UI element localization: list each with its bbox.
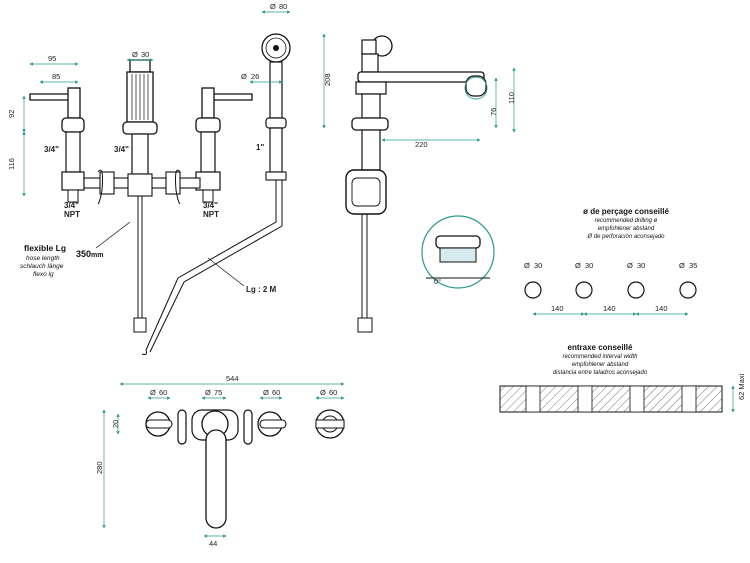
npt-left-label: NPT <box>64 210 80 219</box>
d26-symbol: Ø <box>241 72 247 81</box>
npt-right-label: NPT <box>203 210 219 219</box>
hole-2-symbol: Ø <box>575 261 581 270</box>
interval-de: empfohlener abstand <box>572 362 629 368</box>
drill-hole-1: Ø 30 <box>524 261 542 299</box>
dim-92: 92 <box>7 110 16 118</box>
drilling-de: empfohlener abstand <box>598 226 655 232</box>
interval-maxi: 62 Maxi <box>737 373 746 400</box>
detail-inset: 0° <box>421 215 495 289</box>
drill-hole-4: Ø 35 <box>679 261 697 299</box>
hole-4-symbol: Ø <box>679 261 685 270</box>
dim-95: 95 <box>48 54 56 63</box>
lg-label: Lg : 2 M <box>246 285 277 294</box>
interval-section: entraxe conseillé recommended interval w… <box>499 343 746 413</box>
dim-116: 116 <box>7 158 16 170</box>
hose-length: 350mm <box>76 249 103 259</box>
interval-title: entraxe conseillé <box>568 343 633 352</box>
spacing-3: 140 <box>655 304 668 313</box>
hole-4-dia: 35 <box>689 261 697 270</box>
interval-en: recommended interval width <box>562 354 638 360</box>
dim-60a: 60 <box>159 388 167 397</box>
spacing-2: 140 <box>603 304 616 313</box>
hole-3-symbol: Ø <box>627 261 633 270</box>
hose-es: flexo lg <box>33 271 54 278</box>
drill-hole-2: Ø 30 <box>575 261 593 299</box>
d60a-symbol: Ø <box>150 388 156 397</box>
interval-es: distancia entre taladros aconsejado <box>553 370 648 376</box>
dim-30: 30 <box>141 50 149 59</box>
front-view: 95 85 92 116 Ø 30 Ø 80 Ø 26 208 3/4" 3/4… <box>7 2 332 355</box>
hole-3-dia: 30 <box>637 261 645 270</box>
drilling-section: ø de perçage conseillé recommended drill… <box>524 207 697 316</box>
dim-110: 110 <box>507 92 516 104</box>
dim-220: 220 <box>415 140 428 149</box>
hose-en: hose length <box>26 255 60 262</box>
dim-75: 75 <box>214 388 222 397</box>
dim-80: 80 <box>279 2 287 11</box>
drilling-es: Ø de perforación aconsejado <box>586 234 665 240</box>
drilling-en: recommended drilling ø <box>595 218 658 224</box>
dim-44: 44 <box>209 539 217 548</box>
hole-1-symbol: Ø <box>524 261 530 270</box>
hole-1-dia: 30 <box>534 261 542 270</box>
hole-2-dia: 30 <box>585 261 593 270</box>
d75-symbol: Ø <box>205 388 211 397</box>
dim-60b: 60 <box>272 388 280 397</box>
d80-symbol: Ø <box>270 2 276 11</box>
thread-a: 3/4" <box>44 145 59 154</box>
dim-85: 85 <box>52 72 60 81</box>
npt-right-size: 3/4" <box>203 201 218 210</box>
hose-title: flexible Lg <box>24 243 66 253</box>
side-profile: 220 76 110 <box>345 35 516 333</box>
drilling-title: ø de perçage conseillé <box>583 207 669 216</box>
dim-60c: 60 <box>329 388 337 397</box>
npt-left-size: 3/4" <box>64 201 79 210</box>
angle-label: 0° <box>434 277 441 286</box>
thread-b: 3/4" <box>114 145 129 154</box>
d60b-symbol: Ø <box>263 388 269 397</box>
dim-280: 280 <box>95 461 104 474</box>
d30-symbol: Ø <box>132 50 138 59</box>
top-view: 544 Ø 60 Ø 75 Ø 60 Ø 60 20 280 44 <box>95 374 345 548</box>
dim-544: 544 <box>226 374 239 383</box>
dim-20: 20 <box>111 420 120 428</box>
d60c-symbol: Ø <box>320 388 326 397</box>
hose-de: schlauch länge <box>20 263 64 270</box>
dim-208: 208 <box>323 73 332 86</box>
drill-hole-3: Ø 30 <box>627 261 645 299</box>
thread-c: 1" <box>256 143 264 152</box>
dim-76: 76 <box>489 108 498 116</box>
dim-26: 26 <box>251 72 259 81</box>
spacing-1: 140 <box>551 304 564 313</box>
